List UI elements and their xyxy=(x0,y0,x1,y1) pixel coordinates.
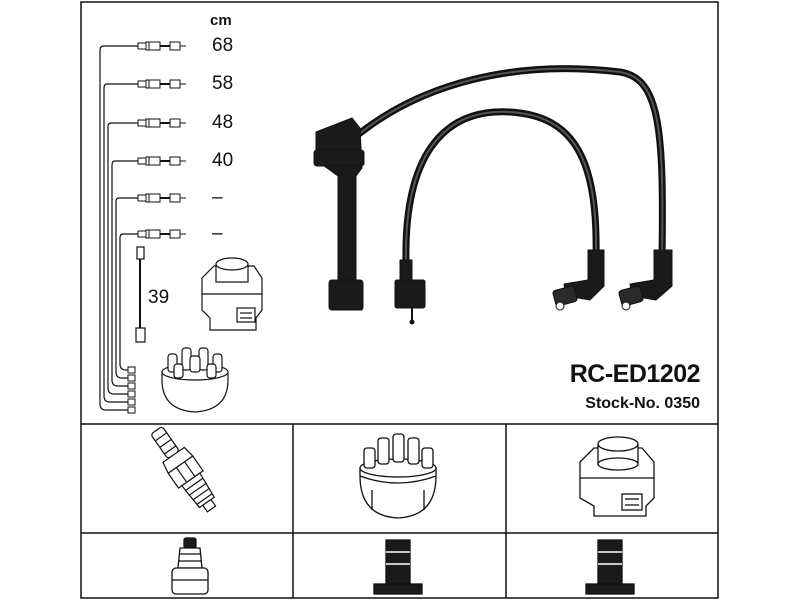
spark-plug-icon xyxy=(151,426,217,513)
coil-connector-icon xyxy=(394,259,426,325)
cable-length-list xyxy=(99,45,138,411)
stock-number: Stock-No. 0350 xyxy=(585,395,700,412)
angled-boot-2-icon xyxy=(618,249,673,311)
cable-length-6: – xyxy=(212,223,223,244)
plug-boot-left-icon xyxy=(313,117,365,311)
angled-boot-1-icon xyxy=(552,249,605,311)
ignition-cable-set xyxy=(313,65,673,325)
frame xyxy=(80,1,719,599)
plug-boot-connector-icon xyxy=(171,537,209,595)
unit-label: cm xyxy=(210,12,232,29)
ignition-coil-icon xyxy=(579,436,655,517)
cable-length-1: 68 xyxy=(212,35,234,56)
coil-lead-length: 39 xyxy=(148,287,170,308)
distributor-cap-icon xyxy=(359,433,437,519)
distributor-cap-small-icon xyxy=(161,347,229,413)
tower-terminal-icon xyxy=(585,539,635,595)
product-code: RC-ED1202 xyxy=(569,360,701,388)
cable-length-3: 48 xyxy=(212,112,234,133)
cable-length-4: 40 xyxy=(212,150,234,171)
cable-length-2: 58 xyxy=(212,73,234,94)
tower-terminal-icon xyxy=(373,539,423,595)
coil-lead-icon xyxy=(135,246,146,343)
coil-small-icon xyxy=(201,257,263,331)
cable-length-5: – xyxy=(212,187,223,208)
